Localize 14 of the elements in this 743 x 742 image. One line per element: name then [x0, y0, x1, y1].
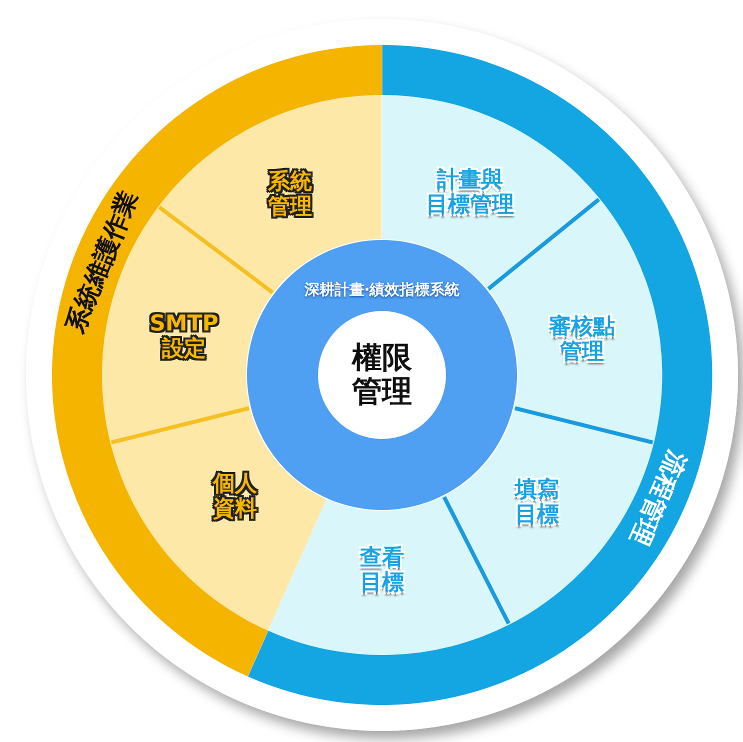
segment-label: 權限管理	[352, 341, 412, 409]
band-title: 系統維護作業	[60, 187, 144, 337]
ring-segment	[110, 408, 327, 631]
band-title: 流程管理	[624, 446, 691, 550]
segment-label: 查看目標	[360, 546, 404, 596]
segment-label: 個人資料	[212, 472, 257, 522]
segment-label: 審核點管理	[548, 315, 615, 365]
center-circle	[318, 311, 446, 439]
segment-label: 系統管理	[268, 170, 312, 220]
segment-label: 計畫與目標管理	[426, 168, 514, 218]
segment-label: 填寫目標	[514, 478, 559, 528]
segment-label: SMTP 設定	[150, 312, 218, 362]
ring-segment	[268, 496, 510, 655]
system-title: 深耕計畫‧績效指標系統	[304, 282, 460, 298]
